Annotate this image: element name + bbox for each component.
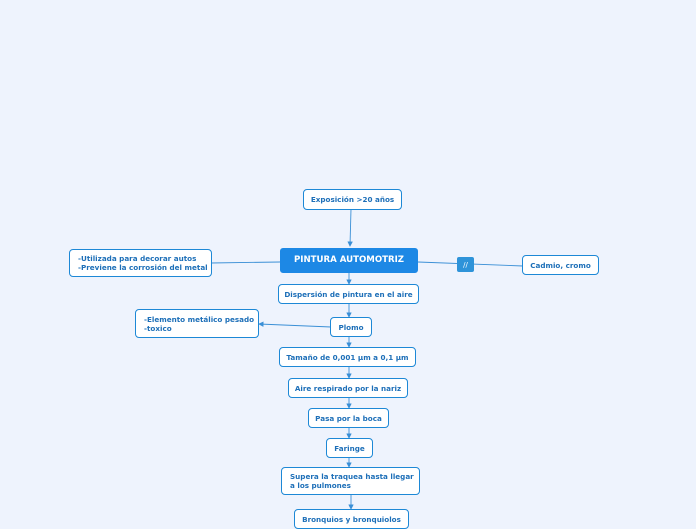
node-pharynx[interactable]: Faringe — [326, 438, 373, 458]
link-marker-icon[interactable]: // — [457, 257, 474, 272]
connector-lead-note — [258, 321, 332, 328]
node-root[interactable]: PINTURA AUTOMOTRIZ — [280, 248, 418, 273]
node-dispersion[interactable]: Dispersión de pintura en el aire — [278, 284, 419, 304]
node-trachea[interactable]: Supera la traquea hasta llegar a los pul… — [281, 467, 420, 495]
node-exposure[interactable]: Exposición >20 años — [303, 189, 402, 210]
node-nose[interactable]: Aire respirado por la nariz — [288, 378, 408, 398]
node-size[interactable]: Tamaño de 0,001 µm a 0,1 µm — [279, 347, 416, 367]
connector-exposure-root — [347, 208, 353, 247]
node-lead-note[interactable]: -Elemento metálico pesado -toxico — [135, 309, 259, 338]
node-cadmium[interactable]: Cadmio, cromo — [522, 255, 599, 275]
connector-root-uses — [210, 261, 281, 264]
node-bronchi[interactable]: Bronquios y bronquiolos — [294, 509, 409, 529]
node-lead[interactable]: Plomo — [330, 317, 372, 337]
node-uses[interactable]: -Utilizada para decorar autos -Previene … — [69, 249, 212, 277]
node-mouth[interactable]: Pasa por la boca — [308, 408, 389, 428]
